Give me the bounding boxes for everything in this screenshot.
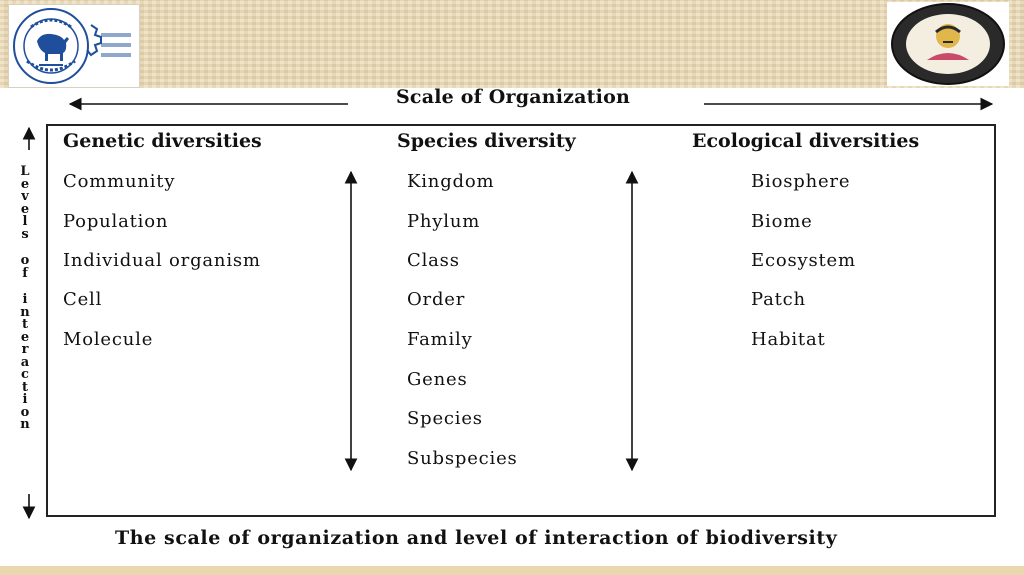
vertical-letter: f (22, 265, 28, 281)
list-item-genetic: Molecule (63, 329, 154, 350)
vertical-letter: t (21, 379, 28, 395)
list-item-species: Subspecies (407, 448, 518, 469)
vertical-letter: e (20, 201, 30, 217)
vertical-letter: o (20, 253, 30, 268)
list-item-ecological: Patch (751, 289, 806, 310)
vertical-letter: e (20, 176, 30, 192)
vertical-letter: a (20, 354, 30, 370)
list-item-species: Phylum (407, 211, 481, 232)
vertical-letter: e (20, 329, 30, 345)
list-item-ecological: Biome (751, 211, 813, 232)
list-item-genetic: Individual organism (63, 250, 261, 271)
vertical-letter: l (22, 214, 28, 229)
college-seal (887, 2, 1009, 86)
list-item-ecological: Habitat (751, 329, 826, 350)
vertical-letter: n (20, 304, 30, 320)
bottom-band (0, 566, 1024, 575)
heading-ecological-diversities: Ecological diversities (692, 130, 920, 152)
vertical-letter: s (21, 226, 29, 242)
vertical-letter: c (21, 367, 29, 382)
list-item-genetic: Community (63, 171, 176, 192)
figure-caption: The scale of organization and level of i… (115, 527, 838, 549)
list-item-species: Family (407, 329, 473, 350)
vertical-letter: i (22, 292, 28, 307)
list-item-species: Order (407, 289, 466, 310)
list-item-ecological: Biosphere (751, 171, 851, 192)
vertical-letter: o (20, 404, 30, 420)
list-item-species: Kingdom (407, 171, 495, 192)
university-logo (8, 4, 140, 88)
list-item-species: Species (407, 408, 483, 429)
vertical-letter: n (20, 417, 30, 432)
list-item-genetic: Population (63, 211, 169, 232)
vertical-letter: i (22, 392, 28, 407)
vertical-letter: t (21, 317, 28, 332)
header-banner (0, 0, 1024, 88)
vertical-letter: r (21, 342, 29, 357)
list-item-ecological: Ecosystem (751, 250, 856, 271)
list-item-species: Genes (407, 369, 468, 390)
list-item-genetic: Cell (63, 289, 103, 310)
heading-genetic-diversities: Genetic diversities (63, 130, 262, 152)
vertical-letter: v (21, 189, 29, 204)
scale-title: Scale of Organization (396, 86, 630, 108)
heading-species-diversity: Species diversity (397, 130, 576, 152)
list-item-species: Class (407, 250, 460, 271)
vertical-letter: L (20, 164, 30, 179)
diagram-box (46, 124, 996, 517)
